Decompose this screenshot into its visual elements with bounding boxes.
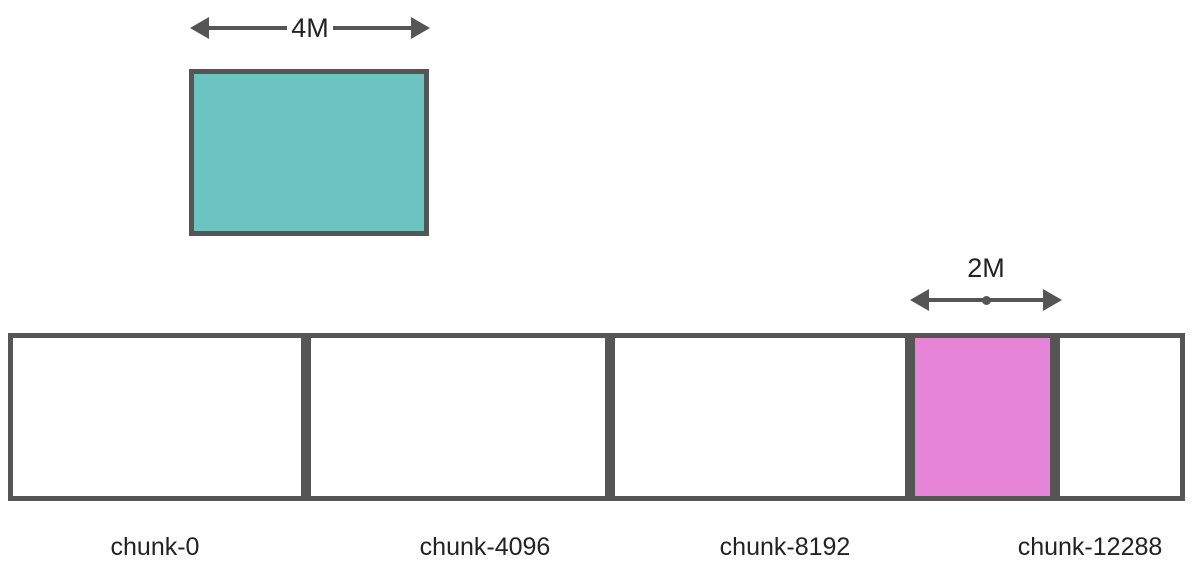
dimension-label-4m: 4M (291, 12, 329, 43)
chunk-label-8192: chunk-8192 (719, 533, 851, 561)
chunk-label-12288: chunk-12288 (1017, 533, 1163, 561)
chunk-label-4096: chunk-4096 (419, 533, 551, 561)
dimension-line (332, 26, 412, 30)
chunk-cell-12288-used[interactable] (910, 333, 1055, 501)
dimension-arrow-4m: 4M (190, 12, 431, 43)
dimension-label-2m: 2M (967, 253, 1005, 283)
arrowhead-left-icon (910, 289, 929, 311)
allocation-block (189, 69, 429, 236)
dimension-midpoint-dot (982, 296, 991, 305)
dimension-line (209, 26, 288, 30)
chunk-cell-4096[interactable] (306, 333, 610, 501)
chunk-cell-12288-free[interactable] (1055, 333, 1185, 501)
chunk-label-0: chunk-0 (110, 533, 200, 561)
chunk-cell-8192[interactable] (610, 333, 910, 501)
arrowhead-right-icon (1043, 289, 1062, 311)
arrowhead-left-icon (190, 17, 209, 39)
arrowhead-right-icon (411, 17, 431, 39)
chunk-cell-0[interactable] (8, 333, 306, 501)
